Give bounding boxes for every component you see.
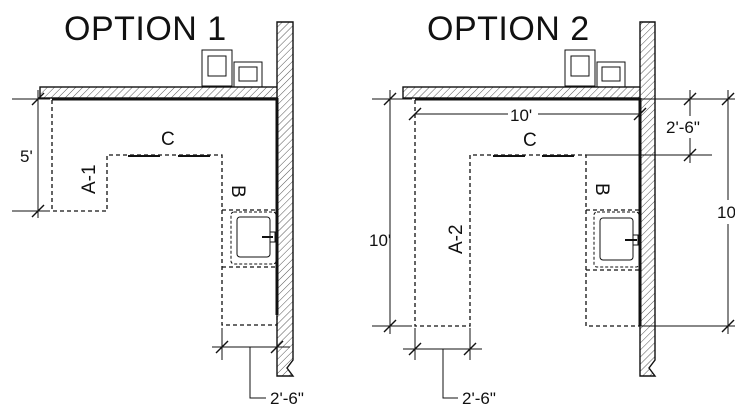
- option-1-right-wall: [276, 21, 295, 377]
- option-2-right-overall-dimension: 10: [641, 90, 735, 334]
- option-2-label-c: C: [523, 130, 537, 151]
- option-2-sink: [593, 211, 640, 268]
- option-2-label-a: A-2: [446, 224, 467, 254]
- option-1-sink: [230, 211, 277, 265]
- option-2-right-cut-label: 10: [717, 203, 735, 222]
- option-2-title: OPTION 2: [427, 10, 590, 48]
- option-2-bottom-label: 2'-6": [462, 389, 496, 408]
- option-1-width-dimension: 2'-6": [212, 328, 304, 408]
- option-2-top-dimension: 10': [408, 106, 647, 125]
- option-1-depth-dimension: 5': [12, 90, 50, 218]
- option-1-title: OPTION 1: [64, 10, 227, 48]
- option-2-right-partial-dimension: 2'-6": [586, 90, 728, 163]
- option-1-label-c: C: [161, 129, 175, 150]
- option-1-label-b: B: [227, 185, 248, 198]
- option-2-counter-outline: [414, 100, 641, 327]
- option-2-top-label: 10': [510, 106, 532, 125]
- option-2-right-partial-label: 2'-6": [666, 118, 700, 137]
- option-1-counter-outline: [51, 100, 278, 326]
- option-2-top-wall: [402, 86, 645, 99]
- option-2-left-label: 10': [369, 231, 391, 250]
- option-1-plan: OPTION 1 A-1 B C: [12, 10, 304, 408]
- option-1-depth-label: 5': [20, 147, 33, 166]
- option-2-left-dimension: 10': [369, 90, 412, 334]
- option-2-bottom-dimension: 2'-6": [403, 328, 496, 408]
- option-2-label-b: B: [591, 183, 612, 196]
- option-1-label-a: A-1: [79, 164, 100, 194]
- option-2-plan: OPTION 2 A-2 B C: [369, 10, 735, 408]
- option-2-appliance: [564, 49, 626, 89]
- option-1-top-wall: [39, 86, 283, 99]
- option-1-width-label: 2'-6": [270, 389, 304, 408]
- option-2-right-wall: [639, 21, 657, 377]
- option-1-appliance: [201, 49, 263, 89]
